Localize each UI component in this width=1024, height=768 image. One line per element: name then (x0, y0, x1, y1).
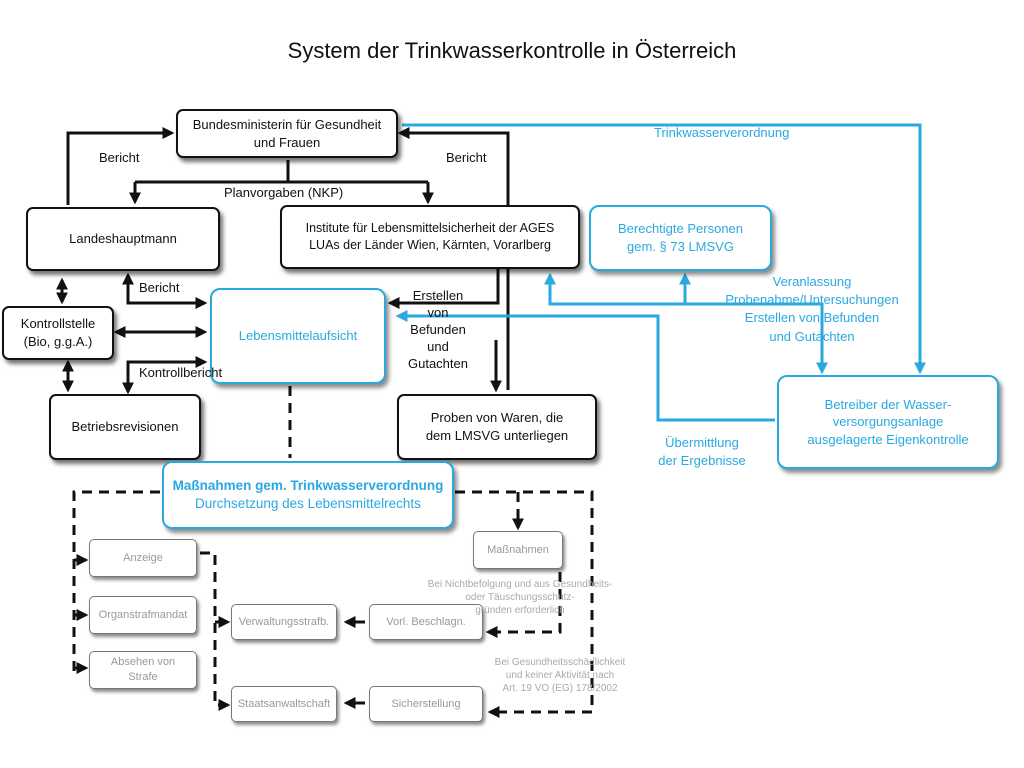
lebensmittelaufsicht-box: Lebensmittelaufsicht (210, 288, 386, 384)
label-planvorgaben: Planvorgaben (NKP) (224, 185, 344, 200)
kontrollstelle-box: Kontrollstelle(Bio, g.g.A.) (2, 306, 114, 360)
institute-box: Institute für Lebensmittelsicherheit der… (280, 205, 580, 269)
anzeige-box: Anzeige (89, 539, 197, 577)
verwaltungsstrafb-box: Verwaltungsstrafb. (231, 604, 337, 640)
label-bericht-right: Bericht (446, 150, 487, 165)
label-trinkwasserverordnung: Trinkwasserverordnung (654, 125, 790, 140)
landeshauptmann-box: Landeshauptmann (26, 207, 220, 271)
sicherstellung-box: Sicherstellung (369, 686, 483, 722)
staatsanwaltschaft-box: Staatsanwaltschaft (231, 686, 337, 722)
massnahmen-small-box: Maßnahmen (473, 531, 563, 569)
organstrafmandat-box: Organstrafmandat (89, 596, 197, 634)
vorl-beschlagn-box: Vorl. Beschlagn. (369, 604, 483, 640)
page-title: System der Trinkwasserkontrolle in Öster… (287, 38, 737, 63)
absehen-box: Absehen von Strafe (89, 651, 197, 689)
label-bericht-mid: Bericht (139, 280, 180, 295)
label-bericht-left: Bericht (99, 150, 140, 165)
label-kontrollbericht: Kontrollbericht (139, 365, 223, 380)
betriebsrevisionen-box: Betriebsrevisionen (49, 394, 201, 460)
note-nichtbefolgung: Bei Nichtbefolgung und aus Gesundheits-o… (427, 579, 613, 616)
